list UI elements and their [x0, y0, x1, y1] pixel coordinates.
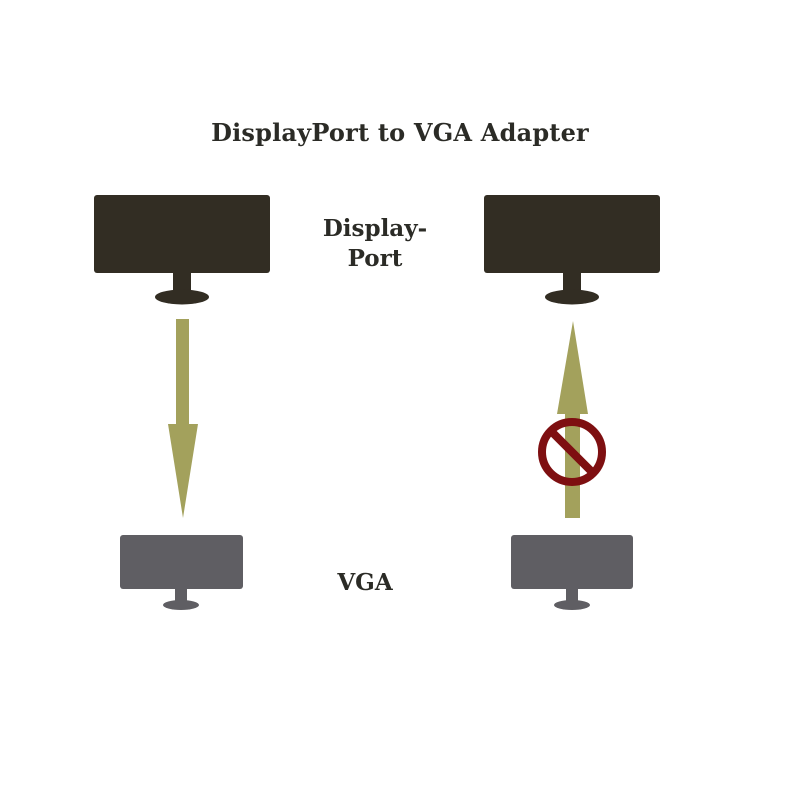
- displayport-label-line1: Display-: [322, 215, 428, 242]
- arrow-down-icon: [168, 319, 198, 518]
- prohibited-icon: [538, 418, 606, 486]
- monitor-icon: [120, 535, 243, 589]
- monitor-icon: [511, 535, 633, 589]
- monitor-base: [163, 600, 199, 610]
- monitor-icon: [94, 195, 270, 273]
- displayport-label: Display- Port: [300, 214, 450, 274]
- monitor-base: [155, 289, 209, 305]
- monitor-neck: [173, 272, 191, 294]
- monitor-base: [545, 289, 599, 305]
- diagram-title: DisplayPort to VGA Adapter: [211, 118, 589, 147]
- monitor-neck: [566, 588, 578, 602]
- displayport-monitor-left: [94, 195, 270, 305]
- displayport-monitor-right: [484, 195, 660, 305]
- monitor-neck: [175, 588, 187, 602]
- monitor-icon: [484, 195, 660, 273]
- vga-monitor-left: [120, 535, 243, 610]
- displayport-label-line2: Port: [347, 245, 403, 272]
- vga-label: VGA: [337, 569, 393, 596]
- vga-monitor-right: [511, 535, 633, 610]
- monitor-neck: [563, 272, 581, 294]
- monitor-base: [554, 600, 590, 610]
